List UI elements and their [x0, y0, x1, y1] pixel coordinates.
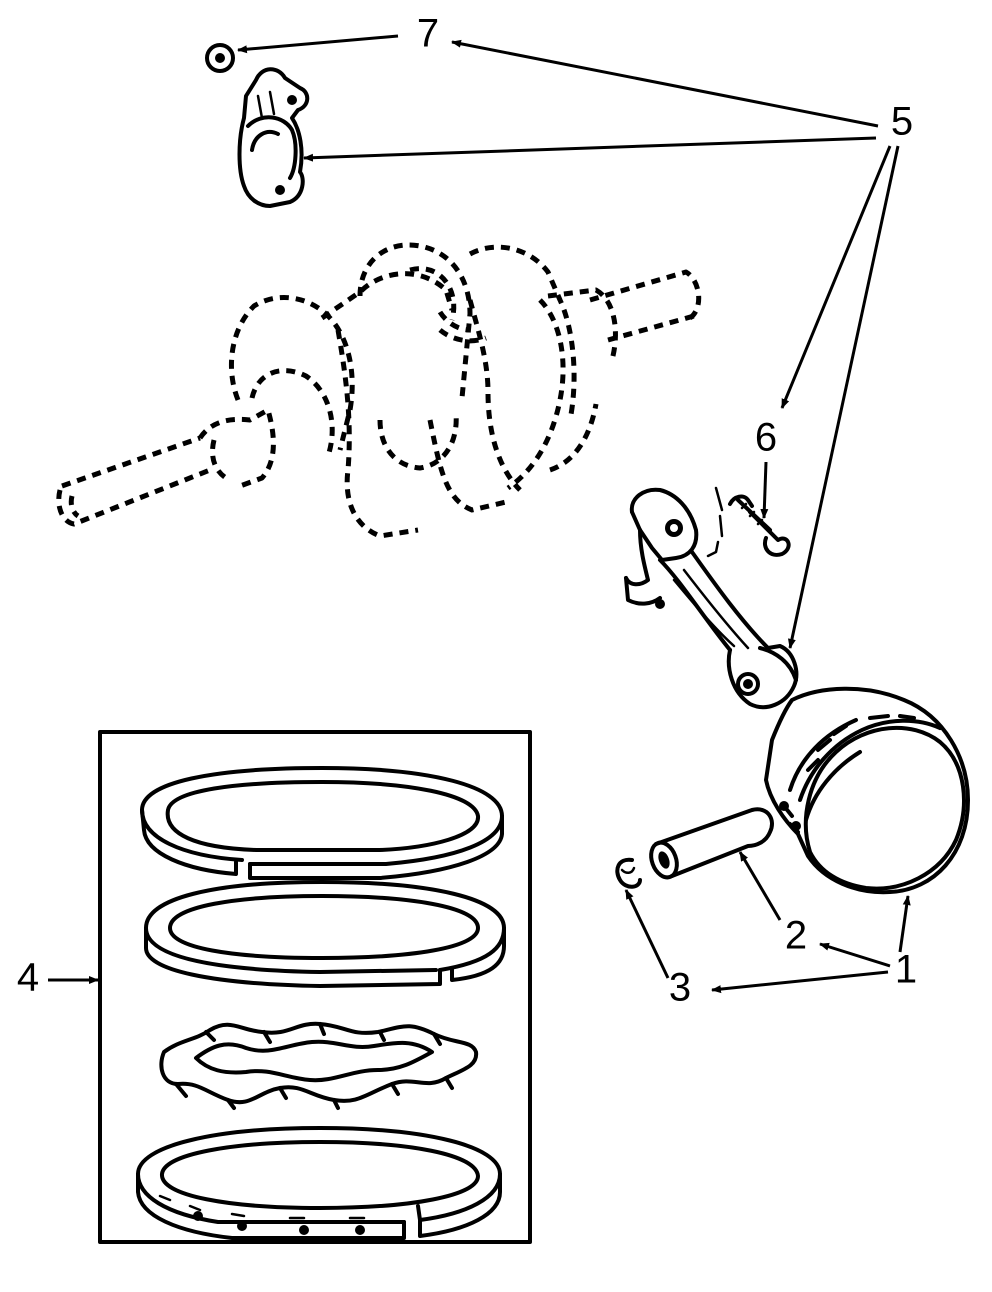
oil-control-ring [136, 1126, 502, 1240]
piston-ring-set [98, 730, 532, 1244]
callout-6: 6 [755, 416, 777, 460]
oil-ring-expander [159, 1021, 479, 1110]
callout-2: 2 [785, 914, 807, 958]
nut-part [205, 43, 235, 73]
leader-lines [48, 34, 911, 994]
callout-3: 3 [669, 966, 691, 1010]
bolt-part [728, 494, 791, 557]
connecting-rod-part [624, 486, 799, 710]
wrist-pin-part [649, 807, 774, 880]
top-compression-ring [140, 766, 504, 880]
second-compression-ring [144, 880, 506, 988]
callout-5: 5 [891, 100, 913, 144]
callout-4: 4 [17, 956, 39, 1000]
callout-1: 1 [895, 948, 917, 992]
rod-cap-part [237, 67, 310, 208]
callout-7: 7 [417, 12, 439, 56]
crankshaft-part [56, 242, 702, 539]
piston-part [764, 686, 970, 895]
circlip-part [615, 857, 642, 889]
